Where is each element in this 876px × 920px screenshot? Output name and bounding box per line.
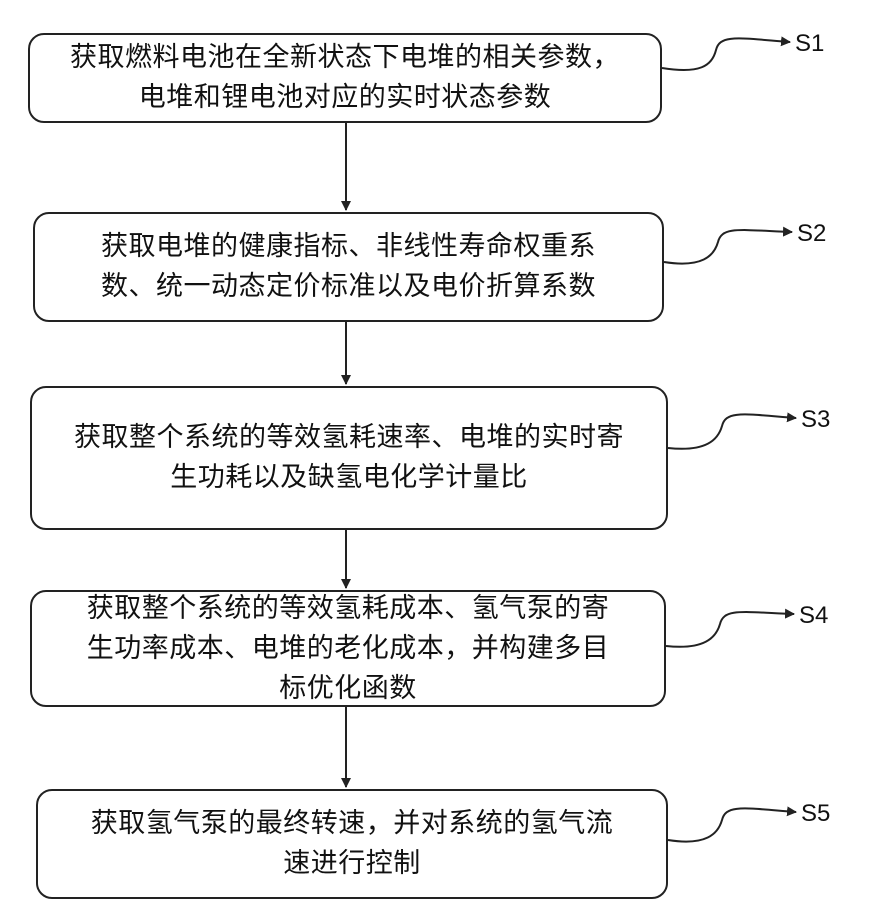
step-box-s4: 获取整个系统的等效氢耗成本、氢气泵的寄 生功率成本、电堆的老化成本，并构建多目 …	[30, 590, 666, 707]
step-text-s4: 获取整个系统的等效氢耗成本、氢气泵的寄 生功率成本、电堆的老化成本，并构建多目 …	[87, 589, 610, 709]
leader-s4	[666, 612, 794, 647]
leader-s3	[668, 414, 796, 448]
step-text-s2: 获取电堆的健康指标、非线性寿命权重系 数、统一动态定价标准以及电价折算系数	[101, 227, 596, 307]
step-text-s1: 获取燃料电池在全新状态下电堆的相关参数， 电堆和锂电池对应的实时状态参数	[70, 38, 620, 118]
step-label-s4: S4	[799, 602, 828, 630]
step-label-s2: S2	[797, 220, 826, 248]
leader-s2	[664, 230, 792, 264]
step-box-s2: 获取电堆的健康指标、非线性寿命权重系 数、统一动态定价标准以及电价折算系数	[33, 212, 664, 322]
leader-s5	[668, 808, 796, 841]
step-label-s3: S3	[801, 406, 830, 434]
step-box-s1: 获取燃料电池在全新状态下电堆的相关参数， 电堆和锂电池对应的实时状态参数	[28, 33, 662, 123]
step-text-s3: 获取整个系统的等效氢耗速率、电堆的实时寄 生功耗以及缺氢电化学计量比	[74, 418, 624, 498]
step-text-s5: 获取氢气泵的最终转速，并对系统的氢气流 速进行控制	[91, 804, 614, 884]
step-box-s3: 获取整个系统的等效氢耗速率、电堆的实时寄 生功耗以及缺氢电化学计量比	[30, 386, 668, 530]
leader-s1	[662, 38, 790, 70]
step-label-s1: S1	[795, 30, 824, 58]
step-box-s5: 获取氢气泵的最终转速，并对系统的氢气流 速进行控制	[36, 789, 668, 899]
step-label-s5: S5	[801, 800, 830, 828]
